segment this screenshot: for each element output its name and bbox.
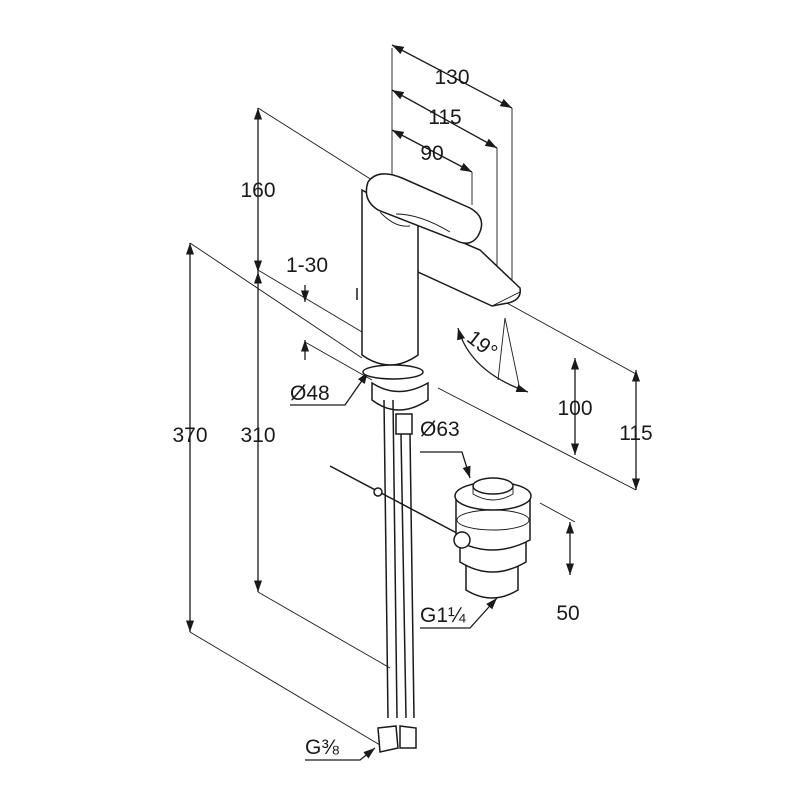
dim-line-90: [391, 129, 473, 173]
waste-linkage-joint: [453, 531, 471, 549]
lever-handle: [365, 173, 483, 244]
extension-lines: [189, 48, 637, 746]
hose-fitting-left: [377, 725, 399, 753]
label-waste-thread: G1¼: [420, 604, 466, 627]
hose-fitting-right: [399, 725, 417, 749]
label-height-160: 160: [240, 179, 275, 202]
label-body-diameter: Ø48: [290, 382, 330, 405]
popup-linkage: [329, 465, 471, 541]
label-handle-range: 1-30: [286, 254, 328, 277]
mounting-ring: [362, 364, 424, 380]
waste-valve: [453, 477, 532, 599]
spout: [414, 220, 521, 307]
waste-tailpiece: [465, 564, 519, 599]
angle-arc: [457, 327, 529, 393]
label-spout-angle: 19°: [462, 326, 501, 364]
faucet: [329, 173, 521, 753]
label-waste-height: 50: [556, 602, 579, 625]
leader-lines: [290, 371, 498, 761]
waste-plug: [472, 477, 514, 495]
label-outlet-100: 100: [557, 397, 592, 420]
label-height-310: 310: [240, 424, 275, 447]
dim-line-115-top: [391, 89, 498, 149]
label-width-115: 115: [428, 106, 461, 129]
label-outlet-115: 115: [619, 422, 652, 445]
dimension-lines: [185, 44, 641, 632]
label-hose-thread: G⅜: [305, 736, 339, 759]
mounting-nut: [395, 413, 413, 435]
label-waste-diameter: Ø63: [420, 418, 460, 441]
mounting-plate: [371, 381, 429, 411]
label-width-130: 130: [434, 66, 469, 89]
label-height-370: 370: [172, 424, 207, 447]
label-width-90: 90: [420, 142, 443, 165]
